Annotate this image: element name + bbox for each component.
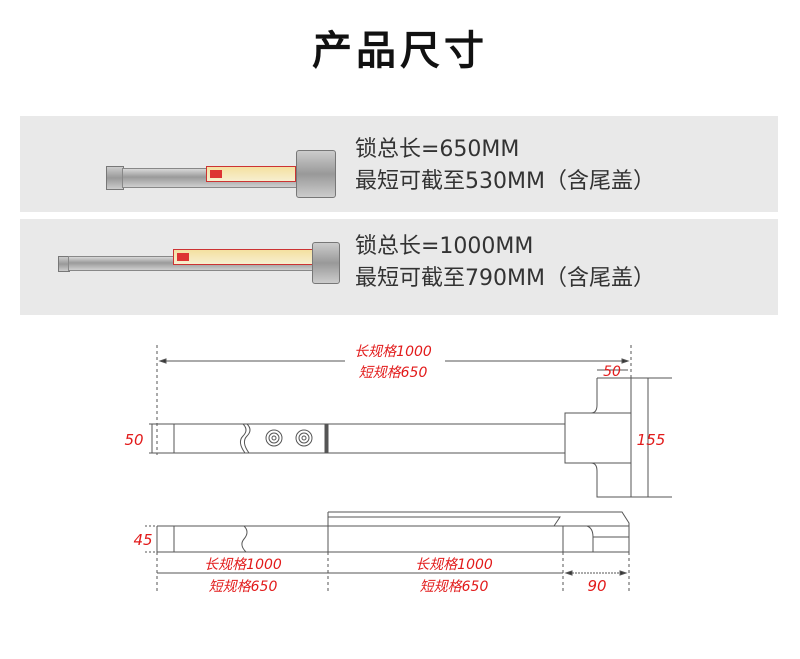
dim-plate-width: 50 [603,364,621,380]
spec-min-length: 最短可截至530MM（含尾盖） [355,169,655,194]
spec-min-length: 最短可截至790MM（含尾盖） [355,266,655,291]
dim-mid-long: 长规格1000 [415,557,493,573]
dim-side-bar-height: 45 [133,531,152,549]
spec-total-length: 锁总长=650MM [355,137,520,162]
dim-top-length-short: 短规格650 [359,365,428,381]
dim-left-long: 长规格1000 [204,557,282,573]
dim-plate-height: 155 [637,431,666,449]
spec-total-length: 锁总长=1000MM [355,234,534,259]
dim-left-short: 短规格650 [209,579,278,595]
side-view: 45 长规格1000 短规格650 长规格1000 短规格650 90 [133,511,630,595]
top-view: 长规格1000 短规格650 50 50 155 [124,344,672,498]
product-photo-650 [106,146,336,206]
page-title: 产品尺寸 [312,28,488,74]
dim-head-length: 90 [587,577,606,595]
dim-top-length-long: 长规格1000 [354,344,432,360]
dim-mid-short: 短规格650 [420,579,489,595]
spec-1000: 锁总长=1000MM 最短可截至790MM（含尾盖） [355,231,655,295]
dim-bar-height: 50 [124,431,143,449]
product-panel-650 [20,116,778,212]
product-photo-1000 [58,240,342,292]
spec-650: 锁总长=650MM 最短可截至530MM（含尾盖） [355,134,655,198]
